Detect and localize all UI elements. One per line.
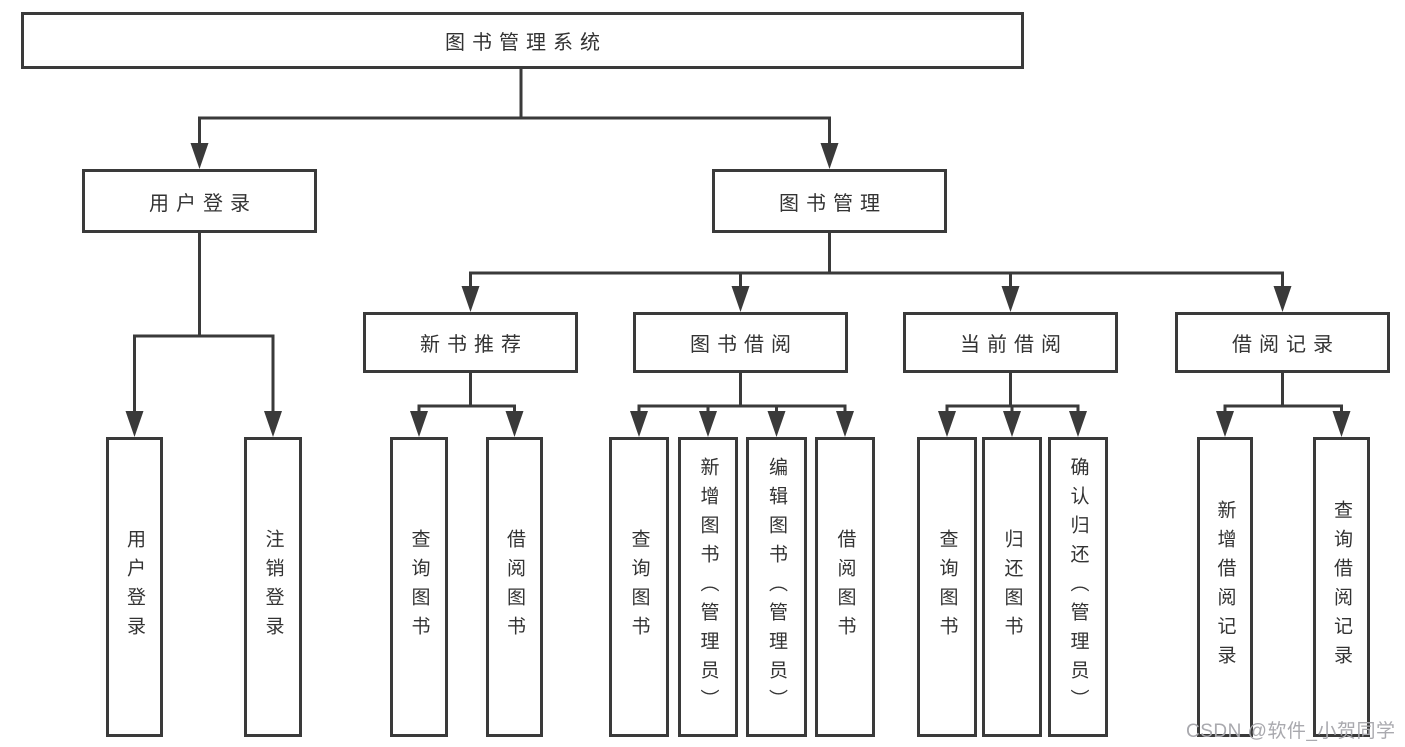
node-label: 新增借阅记录 (1214, 500, 1236, 674)
leaf-br-add-record: 新增借阅记录 (1197, 437, 1253, 737)
node-label: 借阅图书 (504, 529, 525, 645)
node-label: 借阅记录 (1232, 334, 1340, 356)
node-label: 查询图书 (628, 529, 650, 645)
node-label: 用户登录 (124, 529, 145, 645)
node-label: 借阅图书 (834, 529, 856, 645)
node-book-management: 图书管理 (712, 169, 947, 233)
node-borrow-records: 借阅记录 (1175, 312, 1390, 373)
node-label: 新书推荐 (420, 334, 528, 356)
node-label: 查询图书 (936, 529, 958, 645)
leaf-logout: 注销登录 (244, 437, 302, 737)
node-book-borrow: 图书借阅 (633, 312, 848, 373)
leaf-bb-edit-book-admin: 编辑图书（管理员） (746, 437, 807, 737)
node-label: 查询图书 (408, 529, 430, 645)
node-label: 当前借阅 (960, 334, 1068, 356)
node-label: 查询借阅记录 (1331, 500, 1352, 674)
node-label: 图书借阅 (690, 334, 798, 356)
node-label: 用户登录 (149, 192, 257, 215)
node-user-login: 用户登录 (82, 169, 317, 233)
leaf-nbr-query-books: 查询图书 (390, 437, 448, 737)
node-label: 确认归还（管理员） (1067, 456, 1089, 718)
arrowhead-path (125, 143, 1351, 437)
leaf-bb-borrow-books: 借阅图书 (815, 437, 875, 737)
leaf-cb-query-books: 查询图书 (917, 437, 977, 737)
leaf-bb-query-books: 查询图书 (609, 437, 669, 737)
node-label: 注销登录 (262, 529, 284, 645)
node-label: 编辑图书（管理员） (766, 456, 787, 718)
node-library-system: 图书管理系统 (21, 12, 1024, 69)
leaf-nbr-borrow-books: 借阅图书 (486, 437, 543, 737)
csdn-watermark: CSDN @软件_小贺同学 (1186, 721, 1396, 742)
leaf-br-query-record: 查询借阅记录 (1313, 437, 1370, 737)
node-label: 归还图书 (1001, 529, 1023, 645)
leaf-cb-confirm-return-admin: 确认归还（管理员） (1048, 437, 1108, 737)
node-label: 图书管理系统 (445, 32, 607, 54)
leaf-bb-add-book-admin: 新增图书（管理员） (678, 437, 738, 737)
node-label: 图书管理 (779, 192, 887, 215)
leaf-user-login: 用户登录 (106, 437, 163, 737)
leaf-cb-return-books: 归还图书 (982, 437, 1042, 737)
node-label: 新增图书（管理员） (697, 456, 719, 718)
node-current-borrow: 当前借阅 (903, 312, 1118, 373)
node-new-book-recommend: 新书推荐 (363, 312, 578, 373)
